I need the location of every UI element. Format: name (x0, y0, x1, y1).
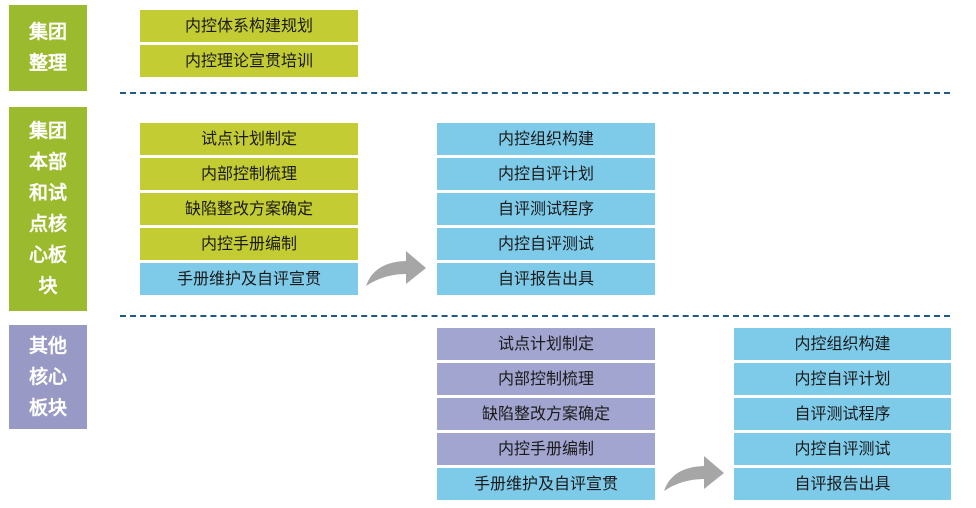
others-left-box: 缺陷整改方案确定 (437, 398, 655, 430)
others-left-box: 手册维护及自评宣贯 (437, 468, 655, 500)
hq-left-box: 内部控制梳理 (140, 158, 358, 190)
hq-left-box: 缺陷整改方案确定 (140, 193, 358, 225)
others-right-box: 内控自评测试 (734, 433, 951, 465)
others-right-box: 内控组织构建 (734, 328, 951, 360)
hq-right-box: 自评报告出具 (437, 263, 655, 295)
section-label-hq: 集团 本部 和试 点核 心板 块 (9, 107, 87, 311)
hq-right-box: 内控组织构建 (437, 123, 655, 155)
section-divider (120, 92, 950, 94)
section-label-others: 其他 核心 板块 (9, 325, 87, 429)
curved-arrow-icon (664, 456, 724, 491)
group-item-box: 内控体系构建规划 (140, 10, 358, 42)
others-right-box: 自评报告出具 (734, 468, 951, 500)
hq-left-box: 手册维护及自评宣贯 (140, 263, 358, 295)
section-label-others-text: 其他 核心 板块 (28, 334, 67, 419)
section-label-hq-text: 集团 本部 和试 点核 心板 块 (28, 120, 67, 297)
section-label-group: 集团 整理 (9, 5, 87, 91)
hq-left-box: 试点计划制定 (140, 123, 358, 155)
group-item-box: 内控理论宣贯培训 (140, 45, 358, 77)
hq-right-box: 内控自评计划 (437, 158, 655, 190)
section-divider (120, 315, 950, 317)
hq-right-box: 内控自评测试 (437, 228, 655, 260)
section-label-group-text: 集团 整理 (28, 21, 67, 74)
others-right-box: 自评测试程序 (734, 398, 951, 430)
hq-left-box: 内控手册编制 (140, 228, 358, 260)
others-left-box: 内部控制梳理 (437, 363, 655, 395)
others-left-box: 试点计划制定 (437, 328, 655, 360)
hq-right-box: 自评测试程序 (437, 193, 655, 225)
others-left-box: 内控手册编制 (437, 433, 655, 465)
curved-arrow-icon (366, 251, 426, 286)
others-right-box: 内控自评计划 (734, 363, 951, 395)
